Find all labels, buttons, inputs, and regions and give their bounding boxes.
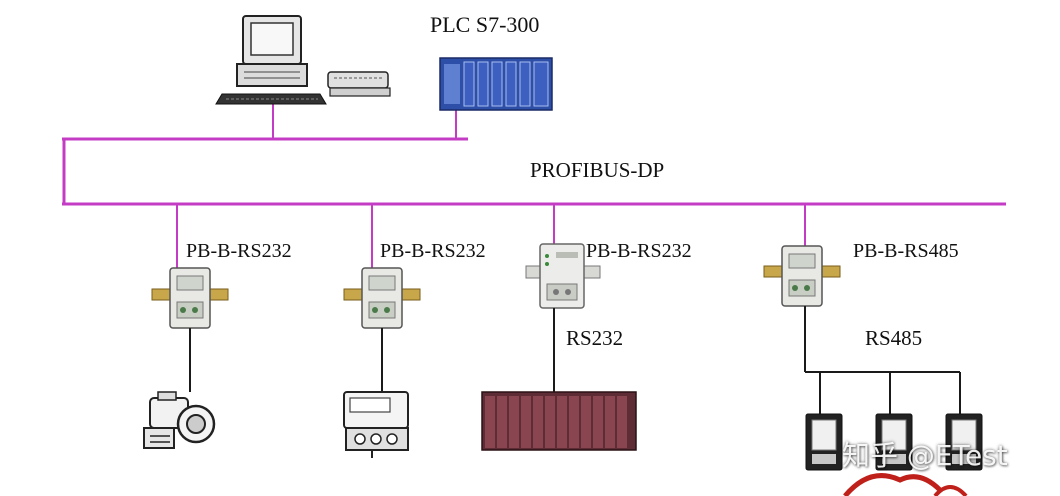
- pb-b-rs485-module-4: [763, 245, 841, 307]
- pb-b-rs232-module-1: [151, 267, 229, 329]
- motor-device-icon: [143, 391, 216, 449]
- terminal-device-icon: [343, 391, 409, 458]
- bottom-red-decoration: [843, 473, 968, 496]
- watermark-text: 知乎 @ETest: [842, 439, 1008, 472]
- module-4-label: PB-B-RS485: [853, 240, 959, 262]
- profibus-dp-label: PROFIBUS-DP: [530, 158, 665, 182]
- rs485-label: RS485: [865, 326, 923, 350]
- pc-workstation-icon: [215, 15, 391, 105]
- pb-b-rs232-module-2: [343, 267, 421, 329]
- plc-s7-300-icon: [439, 57, 553, 111]
- drive-device-icon-2: [875, 413, 913, 471]
- drive-device-icon-3: [945, 413, 983, 471]
- rs232-label: RS232: [566, 326, 624, 350]
- module-1-label: PB-B-RS232: [186, 240, 292, 262]
- drive-device-icon-1: [805, 413, 843, 471]
- io-rack-icon: [481, 391, 637, 451]
- pb-b-rs232-module-3: [525, 243, 601, 309]
- module-2-label: PB-B-RS232: [380, 240, 486, 262]
- module-3-label: PB-B-RS232: [586, 240, 692, 262]
- plc-s7-300-label: PLC S7-300: [430, 12, 540, 37]
